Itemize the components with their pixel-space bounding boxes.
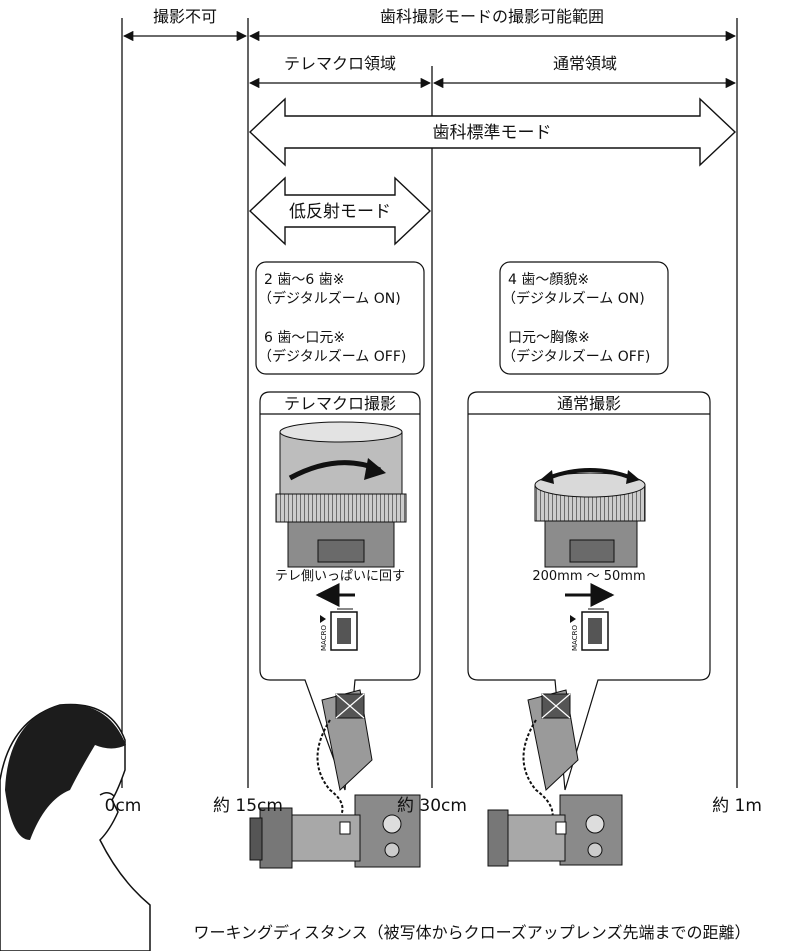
lens-zoom-ring-icon <box>275 421 407 568</box>
distance-1m: 約 1m <box>712 796 762 816</box>
working-distance-caption: ワーキングディスタンス（被写体からクローズアップレンズ先端までの距離） <box>194 923 751 942</box>
normal-box-line1: 4 歯～顔貌※ <box>508 272 589 288</box>
macro-switch-icon: MACRO <box>320 608 358 651</box>
low-reflection-arrow <box>248 176 432 246</box>
telemacro-info-box <box>255 261 425 375</box>
telemacro-box-line1: 2 歯～6 歯※ <box>264 272 344 288</box>
svg-text:MACRO: MACRO <box>320 625 328 651</box>
not-possible-label: 撮影不可 <box>153 7 217 26</box>
normal-box-line3: 口元～胸像※ <box>508 330 590 346</box>
normal-instruction: 200mm ～ 50mm <box>532 569 645 584</box>
telemacro-region-label: テレマクロ領域 <box>284 54 396 73</box>
telemacro-panel: テレマクロ撮影 テレ側いっぱいに回す MACRO <box>259 391 421 791</box>
normal-panel-title: 通常撮影 <box>557 394 621 413</box>
telemacro-box-line3: 6 歯～口元※ <box>264 330 345 346</box>
normal-box-line2: （デジタルズーム ON) <box>502 290 645 307</box>
standard-mode-arrow <box>248 97 737 167</box>
camera-with-flash-normal <box>487 689 623 867</box>
patient-illustration <box>0 703 151 951</box>
normal-region-label: 通常領域 <box>553 54 617 73</box>
normal-box-line4: （デジタルズーム OFF) <box>502 348 650 365</box>
telemacro-instruction: テレ側いっぱいに回す <box>275 569 405 584</box>
distance-15cm: 約 15cm <box>213 796 283 816</box>
camera-with-flash-telemacro <box>249 689 421 869</box>
telemacro-panel-title: テレマクロ撮影 <box>284 394 396 413</box>
lens-zoom-ring-icon <box>534 468 646 568</box>
telemacro-box-line2: （デジタルズーム ON) <box>258 290 401 307</box>
normal-panel: 通常撮影 200mm ～ 50mm MACRO <box>467 391 711 791</box>
standard-mode-label: 歯科標準モード <box>433 123 552 143</box>
low-reflection-label: 低反射モード <box>289 202 391 222</box>
distance-30cm: 約 30cm <box>397 796 467 816</box>
dental-range-label: 歯科撮影モードの撮影可能範囲 <box>380 7 604 26</box>
svg-text:MACRO: MACRO <box>571 625 579 651</box>
macro-switch-icon: MACRO <box>570 608 609 651</box>
normal-info-box <box>499 261 669 375</box>
telemacro-box-line4: （デジタルズーム OFF) <box>258 348 406 365</box>
distance-0cm: 0cm <box>105 796 142 816</box>
